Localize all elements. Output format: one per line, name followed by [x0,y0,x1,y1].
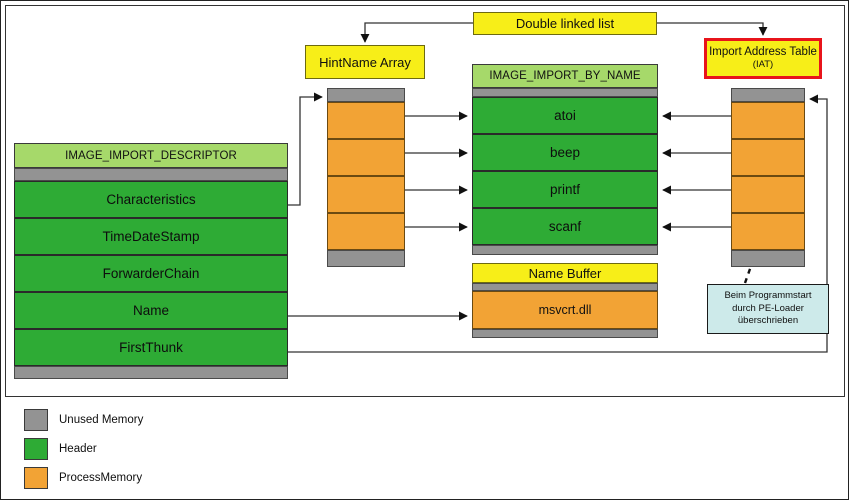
legend-item-unused-memory: Unused Memory [24,406,143,433]
double-linked-list-text: Double linked list [515,16,615,31]
iid-field-label: ForwarderChain [102,266,200,281]
name-buffer-value: msvcrt.dll [538,303,592,317]
hintname-entry [327,213,405,250]
iibn-entry-printf: printf [472,171,658,208]
iid-field-label: Characteristics [106,192,196,207]
iat-unused-top [731,88,805,102]
iid-header: IMAGE_IMPORT_DESCRIPTOR [14,143,288,168]
iat-title-main: Import Address Table [709,46,817,59]
iibn-entry-label: beep [549,145,581,160]
diagram-inner-frame [5,5,845,397]
name-buffer-value-cell: msvcrt.dll [472,291,658,329]
iat-entry [731,176,805,213]
hintname-unused-top [327,88,405,102]
legend-label-header: Header [59,442,97,455]
note-line-1: Beim Programmstart [724,289,812,301]
pe-loader-note: Beim Programmstart durch PE-Loader übers… [707,284,829,334]
hintname-array-text: HintName Array [319,54,411,70]
iibn-unused-bottom [472,245,658,255]
iibn-entry-beep: beep [472,134,658,171]
iid-field-timedatestamp: TimeDateStamp [14,218,288,255]
iid-field-label: Name [132,303,169,318]
legend-label-unused-memory: Unused Memory [59,413,144,426]
iat-entry [731,139,805,176]
iid-header-text: IMAGE_IMPORT_DESCRIPTOR [65,149,237,162]
iid-field-label: FirstThunk [119,340,183,355]
iat-entry [731,102,805,139]
legend-swatch-unused-memory [24,408,48,431]
legend-label-process-memory: ProcessMemory [59,471,143,484]
name-buffer-unused-bottom [472,329,658,338]
iibn-entry-label: atoi [554,108,576,123]
iid-field-label: TimeDateStamp [102,229,200,244]
double-linked-list-label: Double linked list [473,12,657,35]
legend-swatch-process-memory [24,466,48,489]
import-address-table-label: Import Address Table (IAT) [704,38,822,79]
iid-field-characteristics: Characteristics [14,181,288,218]
legend-item-header: Header [24,435,143,462]
iat-title-sub: (IAT) [752,58,774,70]
iid-unused-top [14,168,288,181]
iat-unused-bottom [731,250,805,267]
iibn-header-text: IMAGE_IMPORT_BY_NAME [489,70,641,82]
iid-field-forwarderchain: ForwarderChain [14,255,288,292]
legend: Unused Memory Header ProcessMemory [24,406,143,493]
iibn-entry-scanf: scanf [472,208,658,245]
legend-item-process-memory: ProcessMemory [24,464,143,491]
iid-field-name: Name [14,292,288,329]
iibn-entry-atoi: atoi [472,97,658,134]
legend-swatch-header [24,437,48,460]
iid-field-firstthunk: FirstThunk [14,329,288,366]
iibn-entry-label: printf [549,182,580,197]
iibn-unused-top [472,88,658,97]
iibn-entry-label: scanf [548,219,582,234]
name-buffer-header-text: Name Buffer [528,265,602,281]
name-buffer-unused-top [472,283,658,291]
iat-entry [731,213,805,250]
hintname-array-label: HintName Array [305,45,425,79]
note-line-3: überschrieben [737,315,799,327]
hintname-entry [327,176,405,213]
hintname-entry [327,139,405,176]
iibn-header: IMAGE_IMPORT_BY_NAME [472,64,658,88]
hintname-entry [327,102,405,139]
hintname-unused-bottom [327,250,405,267]
note-line-2: durch PE-Loader [732,302,804,314]
name-buffer-header: Name Buffer [472,263,658,283]
iid-unused-bottom [14,366,288,379]
